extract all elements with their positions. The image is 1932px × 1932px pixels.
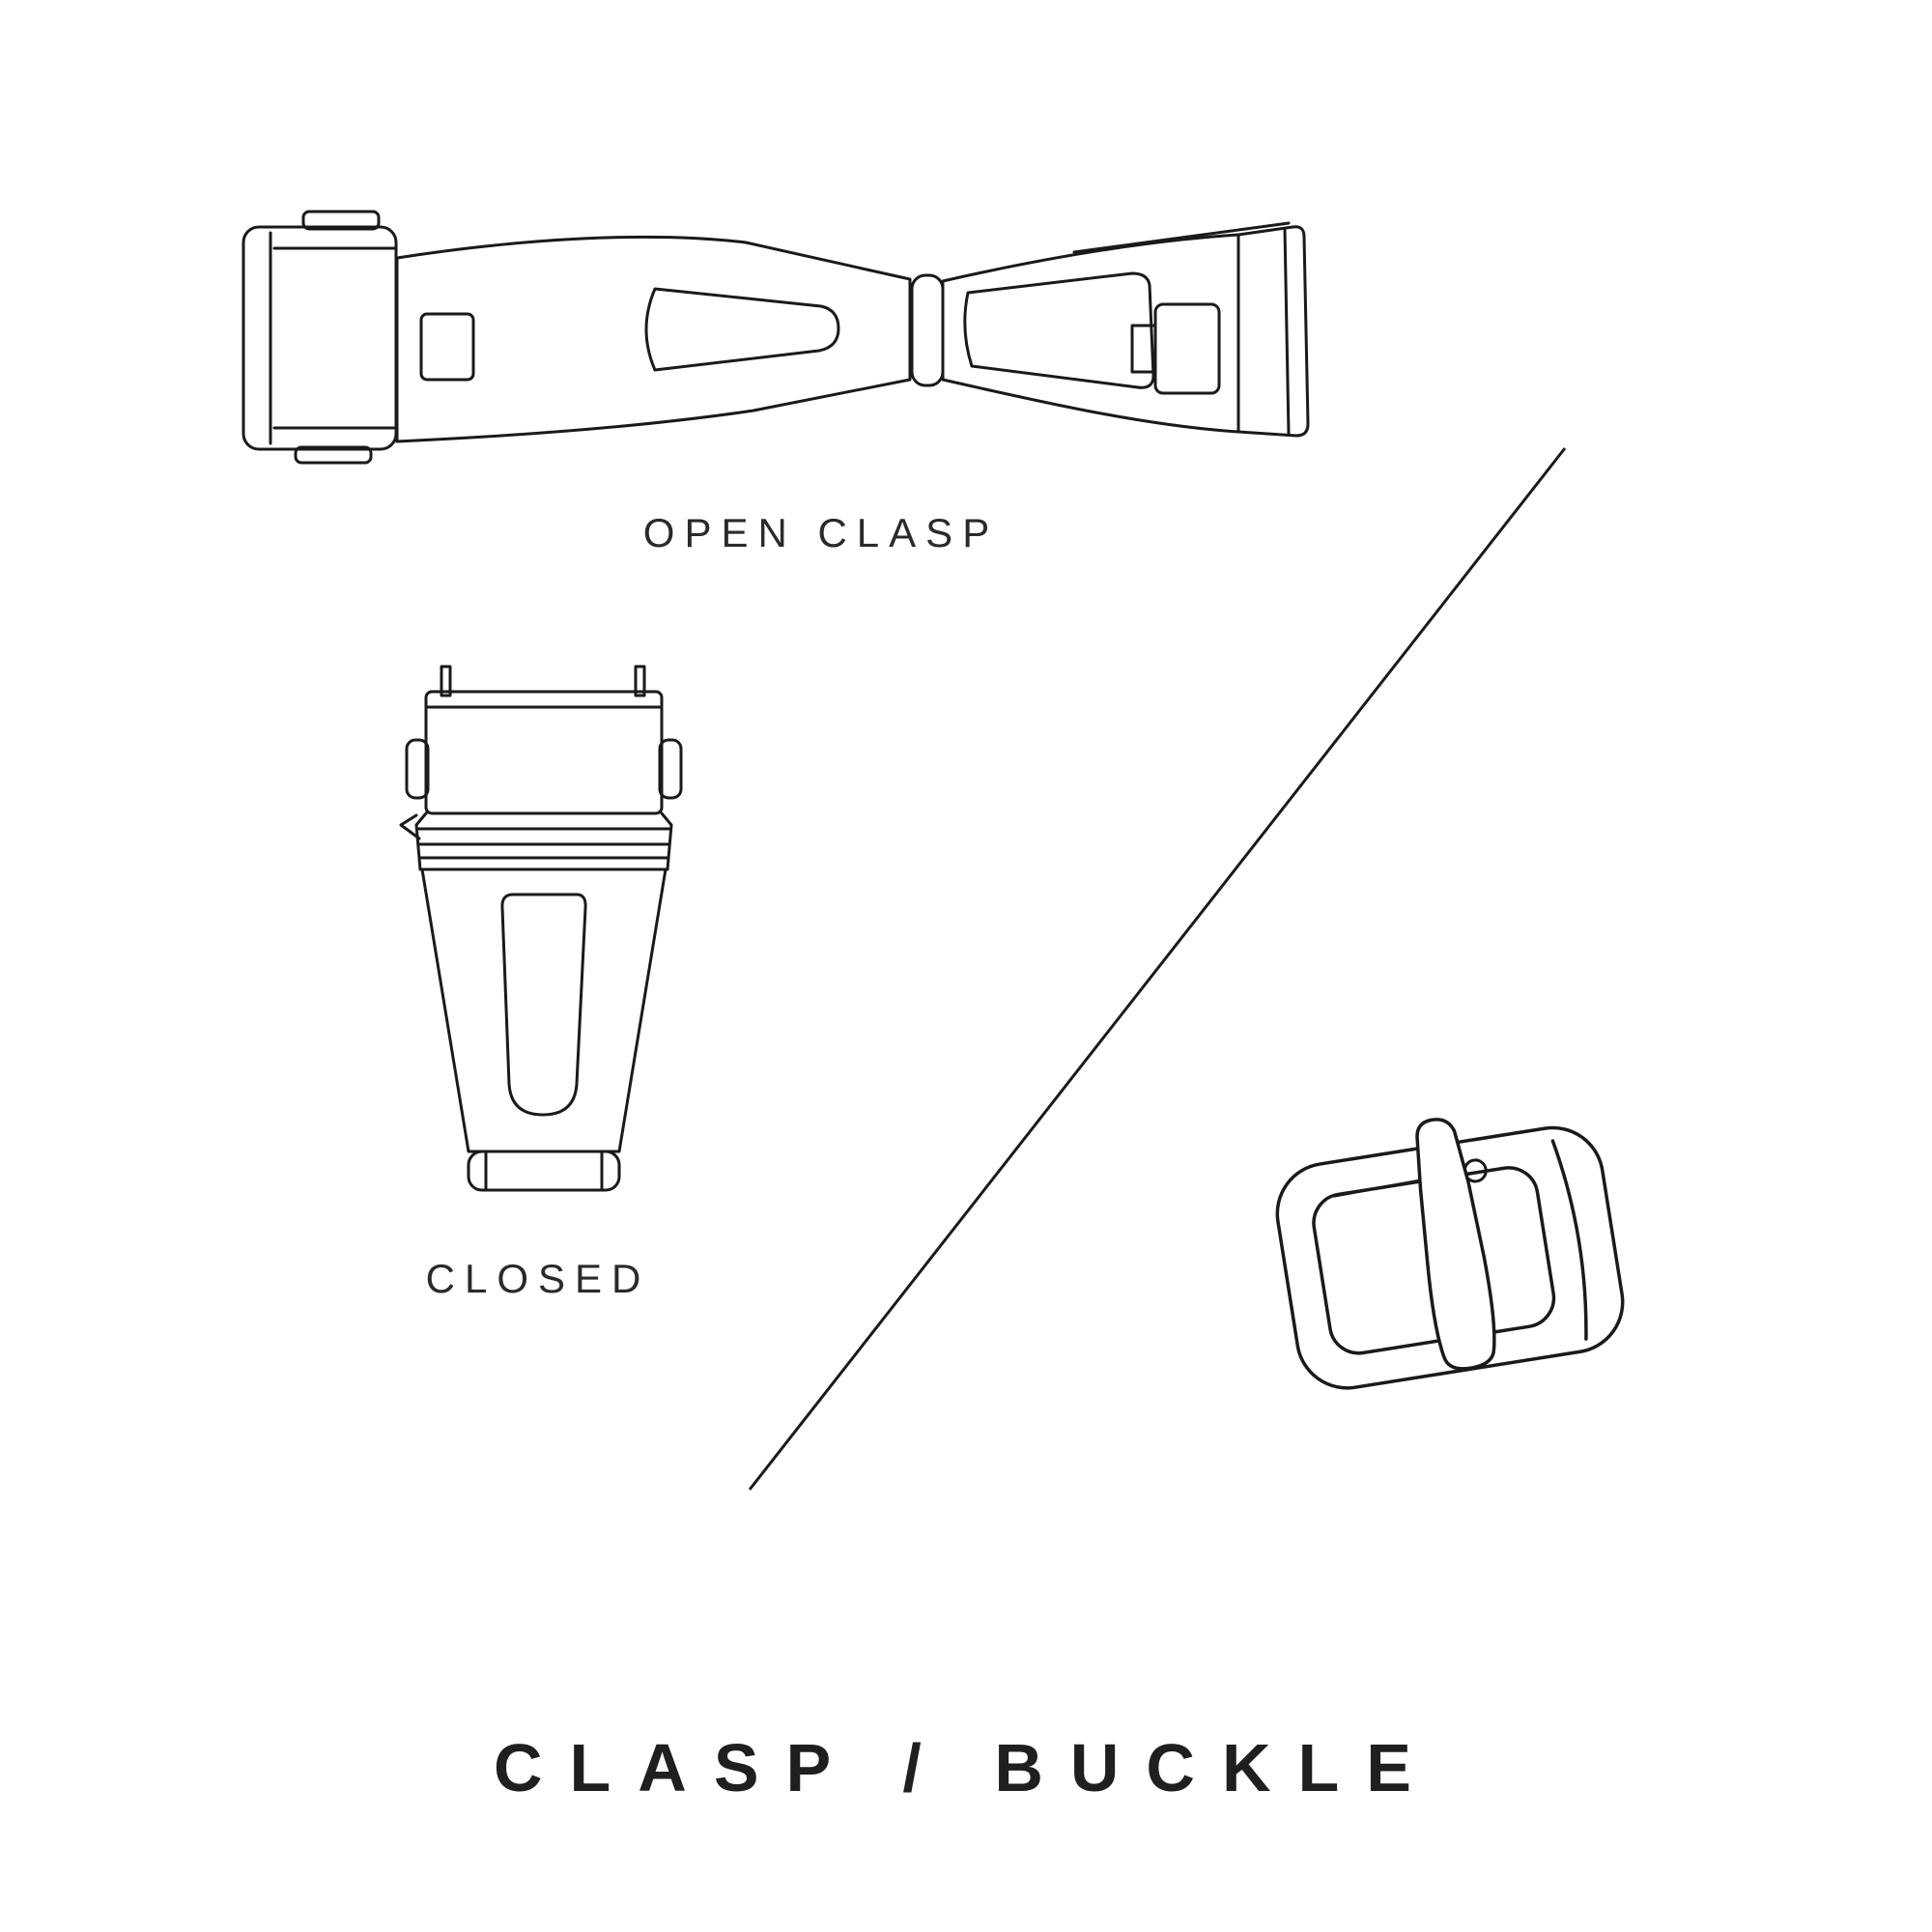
closed-clasp-figure — [387, 663, 700, 1201]
page-title: CLASP / BUCKLE — [494, 1730, 1438, 1805]
closed-clasp-caption: CLOSED — [425, 1256, 651, 1301]
tang-buckle-figure — [1251, 1089, 1651, 1427]
open-clasp-figure — [232, 188, 1314, 497]
open-clasp-illustration — [242, 210, 1310, 465]
closed-clasp-illustration — [399, 665, 683, 1192]
open-clasp-caption: OPEN CLASP — [642, 510, 1000, 555]
tang-buckle-illustration — [1275, 1118, 1625, 1390]
